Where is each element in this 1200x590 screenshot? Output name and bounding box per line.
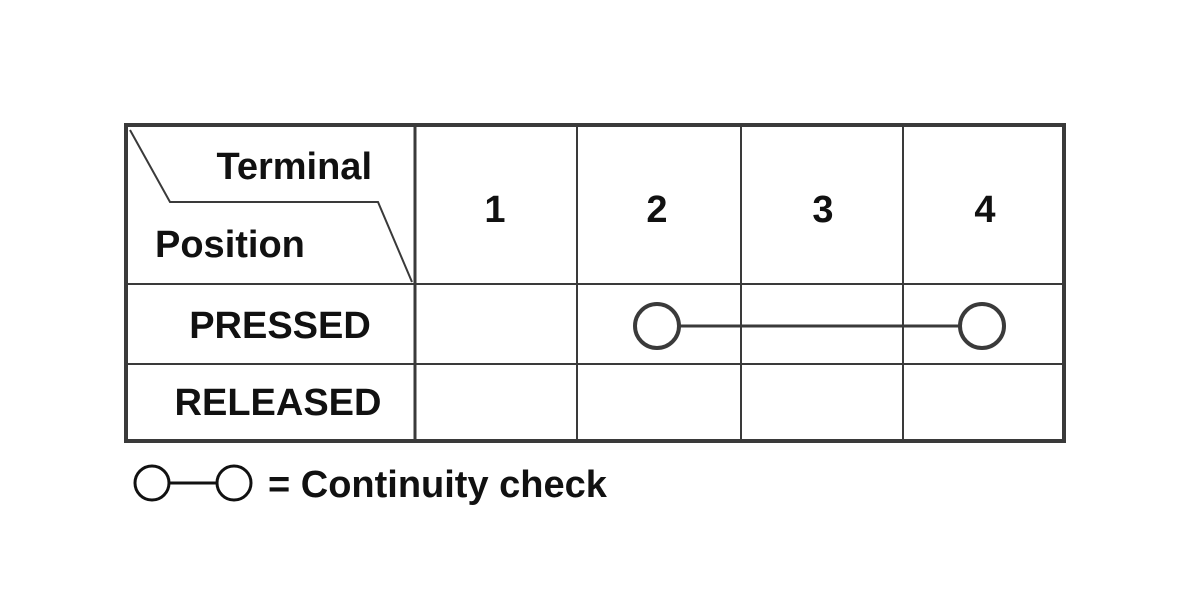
continuity-terminal-4-icon — [958, 302, 1006, 350]
table-grid — [124, 123, 1066, 443]
continuity-markers — [633, 302, 1006, 350]
position-header-label: Position — [155, 224, 305, 266]
terminal-header-1: 1 — [484, 189, 505, 231]
legend-text: = Continuity check — [268, 464, 608, 506]
terminal-header-2: 2 — [646, 189, 667, 231]
continuity-terminal-2-icon — [633, 302, 681, 350]
position-label-released: RELEASED — [175, 382, 382, 424]
position-label-pressed: PRESSED — [189, 305, 371, 347]
legend: = Continuity check — [133, 464, 608, 506]
terminal-header-3: 3 — [812, 189, 833, 231]
terminal-header-4: 4 — [974, 189, 995, 231]
terminal-header-label: Terminal — [216, 146, 372, 188]
header-diagonal-divider — [129, 129, 413, 283]
legend-circle-right-icon — [215, 464, 253, 502]
legend-circle-left-icon — [133, 464, 171, 502]
